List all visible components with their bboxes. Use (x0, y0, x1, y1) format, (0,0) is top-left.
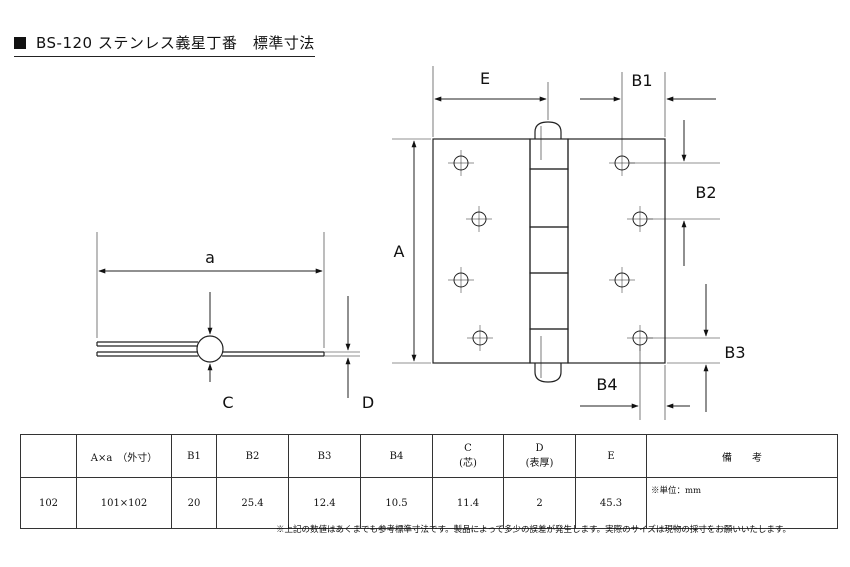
knuckle-segment-4 (529, 272, 569, 330)
dim-label-c: C (222, 393, 233, 412)
header-b2: B2 (216, 434, 289, 478)
cell-b3: 12.4 (288, 477, 361, 529)
side-knuckle (196, 335, 224, 363)
table-row: 102 101×102 20 25.4 12.4 10.5 11.4 2 45.… (20, 477, 838, 529)
knuckle-segment-2 (529, 168, 569, 228)
front-view (392, 66, 720, 420)
dim-label-B1: B1 (631, 71, 652, 90)
title-text: BS-120 ステンレス義星丁番 標準寸法 (36, 34, 315, 52)
dim-label-B4: B4 (596, 375, 617, 394)
header-e: E (575, 434, 647, 478)
screw-holes-right (609, 150, 653, 351)
knuckle-pin-top (534, 121, 562, 139)
dim-label-a: a (205, 248, 215, 267)
bullet-square-icon (14, 37, 26, 49)
right-leaf (567, 138, 666, 364)
dim-label-E: E (480, 69, 490, 88)
header-blank (20, 434, 77, 478)
cell-model: 102 (20, 477, 77, 529)
cell-b4: 10.5 (360, 477, 433, 529)
dim-label-B3: B3 (724, 343, 745, 362)
header-b1: B1 (171, 434, 217, 478)
cell-b2: 25.4 (216, 477, 289, 529)
dimension-table: A×a （外寸） B1 B2 B3 B4 C (芯) D (表厚) E 備 考 10… (20, 434, 838, 529)
header-size: A×a （外寸） (76, 434, 172, 478)
footnote: ※上記の数値はあくまでも参考標準寸法です。製品によって多少の誤差が発生します。実… (276, 525, 792, 535)
dim-label-d: D (362, 393, 374, 412)
header-b3: B3 (288, 434, 361, 478)
cell-remarks: ※単位：mm (646, 477, 838, 529)
cell-b1: 20 (171, 477, 217, 529)
header-d: D (表厚) (503, 434, 576, 478)
knuckle-segment-5 (529, 328, 569, 364)
screw-holes-left (448, 150, 493, 351)
knuckle-pin-bottom (534, 363, 562, 383)
header-remarks: 備 考 (646, 434, 838, 478)
cell-size: 101×102 (76, 477, 172, 529)
header-d-sub: (表厚) (525, 458, 554, 469)
hinge-dimension-drawing: a C D (96, 66, 746, 420)
cell-c: 11.4 (432, 477, 504, 529)
header-c-sub: (芯) (459, 458, 477, 469)
knuckle-segment-1 (529, 138, 569, 170)
header-c-label: C (464, 443, 472, 454)
knuckle-segment-3 (529, 226, 569, 274)
side-view (96, 232, 360, 398)
cell-e: 45.3 (575, 477, 647, 529)
header-b4: B4 (360, 434, 433, 478)
page-title: BS-120 ステンレス義星丁番 標準寸法 (14, 32, 315, 57)
dim-label-B2: B2 (695, 183, 716, 202)
header-c: C (芯) (432, 434, 504, 478)
header-d-label: D (535, 443, 544, 454)
table-header-row: A×a （外寸） B1 B2 B3 B4 C (芯) D (表厚) E 備 考 (20, 434, 838, 478)
cell-d: 2 (503, 477, 576, 529)
left-leaf (432, 138, 531, 364)
dim-label-A: A (394, 242, 405, 261)
